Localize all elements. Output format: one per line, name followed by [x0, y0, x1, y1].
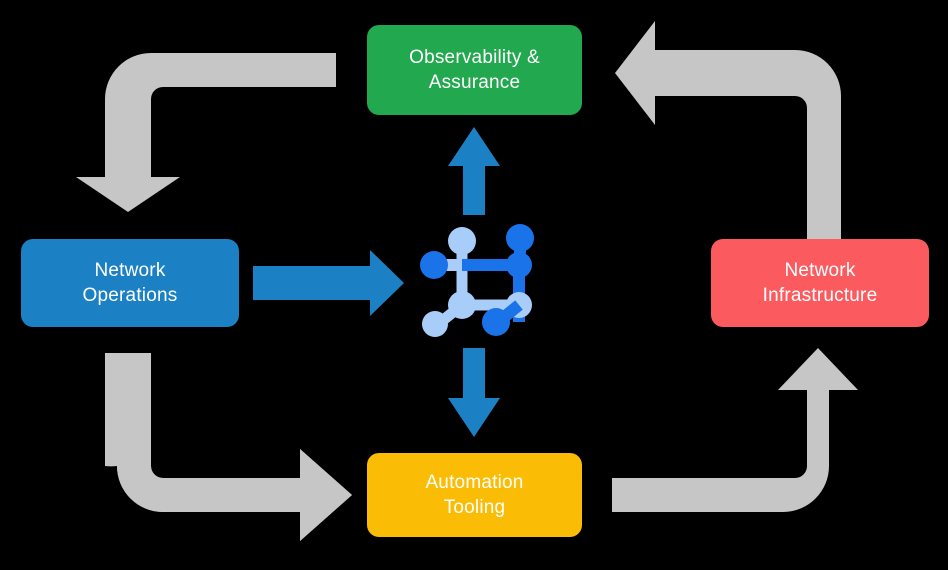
node-network-operations[interactable]: Network Operations — [21, 239, 239, 327]
icon-node-bottom-left-hub — [448, 291, 476, 319]
connector-operations-to-center — [253, 250, 404, 316]
connector-infrastructure-to-observability — [615, 21, 841, 240]
connector-center-to-automation — [448, 348, 500, 437]
icon-node-center-hub — [506, 252, 532, 278]
node-operations-label: Network Operations — [82, 259, 178, 306]
node-observability-assurance[interactable]: Observability & Assurance — [367, 25, 582, 115]
node-observability-label: Observability & Assurance — [409, 46, 540, 93]
connector-automation-to-infrastructure — [612, 348, 858, 512]
connector-observability-to-operations — [76, 53, 336, 212]
node-infrastructure-label: Network Infrastructure — [762, 259, 878, 306]
connector-operations-to-automation-body — [105, 353, 352, 541]
icon-node-left — [420, 251, 448, 279]
node-automation-label: Automation Tooling — [425, 471, 524, 518]
node-automation-tooling[interactable]: Automation Tooling — [367, 453, 582, 537]
icon-link-bottom-right-diagonal — [494, 300, 523, 327]
icon-node-top-left — [448, 227, 476, 255]
network-topology-icon — [420, 224, 534, 337]
icon-node-bottom-left-leaf — [422, 311, 448, 337]
icon-node-top-right — [506, 224, 534, 252]
node-network-infrastructure[interactable]: Network Infrastructure — [711, 239, 929, 327]
connector-center-to-observability — [448, 127, 500, 215]
